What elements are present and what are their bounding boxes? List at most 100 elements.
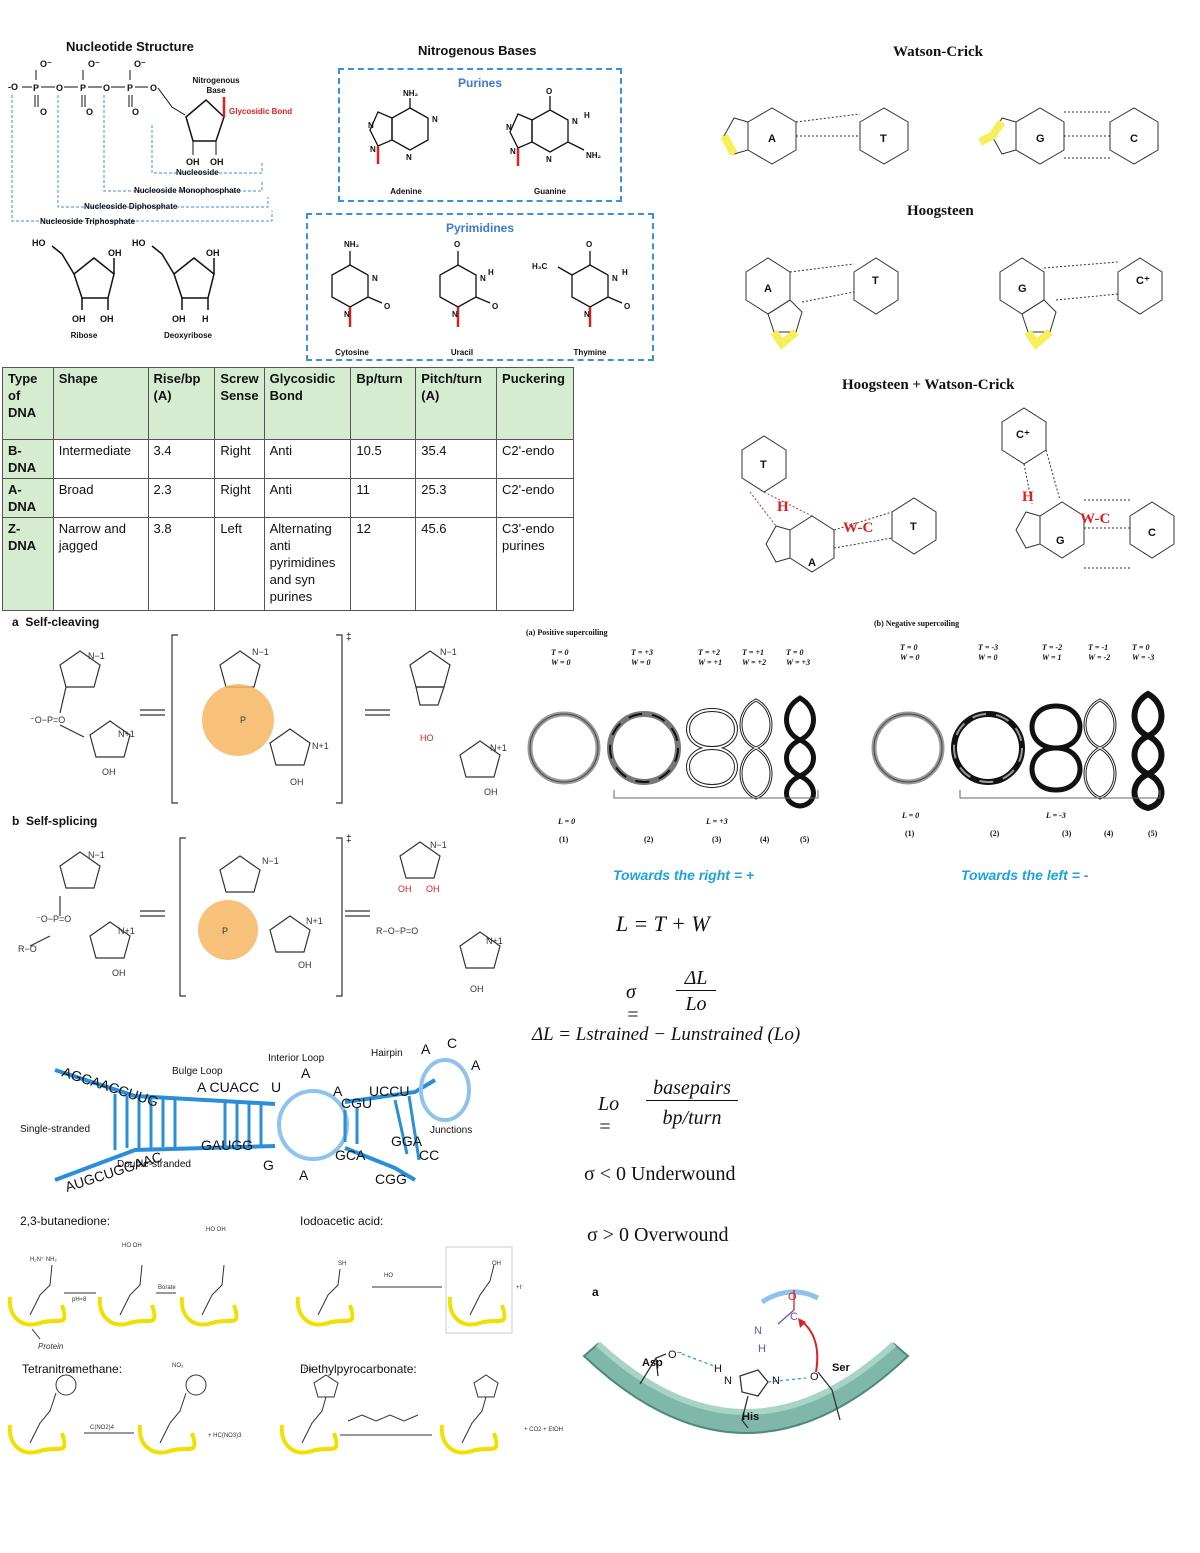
svg-text:N: N [406, 153, 412, 162]
svg-text:C: C [1148, 527, 1156, 539]
protein-label: Protein [38, 1342, 64, 1351]
svg-text:N: N [772, 1375, 780, 1387]
svg-text:OH: OH [206, 248, 220, 258]
svg-text:P: P [33, 83, 39, 93]
self-cleaving-title: Self-cleaving [25, 615, 100, 629]
svg-text:+I⁻: +I⁻ [516, 1285, 524, 1291]
svg-text:H: H [758, 1343, 766, 1355]
nitrogenous-base-label: Nitrogenous Base [192, 76, 240, 95]
hoogsteen-wc-triples: TAT C⁺GC [741, 407, 1175, 573]
hcno-text: + HC(NO3)3 [208, 1433, 242, 1439]
neg-L-label: L = -3 [1046, 811, 1066, 820]
svg-text:OH: OH [492, 1261, 501, 1267]
svg-text:HO: HO [420, 733, 434, 743]
svg-text:N: N [546, 155, 552, 164]
svg-text:P: P [80, 83, 86, 93]
panel-b-label: b [12, 814, 20, 828]
his-label: His [742, 1411, 760, 1423]
svg-text:N−1: N−1 [430, 840, 447, 850]
svg-text:N+1: N+1 [490, 743, 507, 753]
h-label-2: H [1022, 489, 1034, 505]
svg-text:H₂N⁺ NH₂: H₂N⁺ NH₂ [30, 1256, 57, 1263]
table-cell: Narrow and jagged [52, 517, 149, 611]
svg-text:O: O [40, 107, 47, 117]
table-cell: 3.4 [147, 439, 216, 479]
rna-secondary-structure: AGCAACCUUG A CUACC AUGCUGGAAC GAUGG AACG… [54, 1035, 481, 1195]
iodoacetic-label: Iodoacetic acid: [300, 1214, 384, 1228]
svg-text:N−1: N−1 [88, 651, 105, 661]
svg-text:C: C [790, 1311, 798, 1323]
negative-supercoiling-title: (b) Negative supercoiling [874, 619, 960, 628]
h-label-1: H [777, 499, 789, 515]
svg-text:SH: SH [338, 1261, 346, 1267]
table-row: B-DNA Intermediate 3.4 Right Anti 10.5 3… [2, 439, 574, 479]
svg-text:U: U [271, 1079, 281, 1095]
table-cell: C3'-endo purines [496, 517, 574, 611]
svg-text:N: N [372, 274, 378, 283]
neg-tw-5: T = 0 W = -3 [1132, 643, 1155, 662]
svg-text:T: T [910, 521, 917, 533]
svg-text:N+1: N+1 [118, 926, 135, 936]
thymine-label: Thymine [573, 348, 607, 357]
svg-text:‡: ‡ [346, 834, 352, 845]
svg-text:A: A [333, 1083, 343, 1099]
svg-text:C: C [1130, 133, 1138, 145]
svg-text:O: O [788, 1291, 797, 1303]
neg-num-4: (4) [1104, 829, 1114, 838]
svg-text:GAUGG: GAUGG [201, 1137, 253, 1153]
table-cell: Z-DNA [2, 517, 54, 611]
uracil-label: Uracil [450, 348, 474, 357]
svg-text:A: A [471, 1057, 481, 1073]
butanedione-label: 2,3-butanedione: [20, 1214, 111, 1228]
double-stranded-label: Double-stranded [117, 1159, 191, 1170]
svg-text:O: O [56, 83, 63, 93]
svg-text:N+1: N+1 [486, 936, 503, 946]
svg-text:HO: HO [32, 238, 46, 248]
svg-text:O⁻: O⁻ [88, 59, 100, 69]
svg-text:O⁻: O⁻ [668, 1349, 683, 1361]
svg-text:H: H [714, 1363, 722, 1375]
header-screw: Screw Sense [214, 367, 265, 440]
hairpin-label: Hairpin [371, 1048, 403, 1059]
wc-label-1: W-C [843, 520, 874, 536]
svg-text:A: A [421, 1041, 431, 1057]
pos-L-label: L = +3 [706, 817, 728, 826]
svg-text:OH: OH [398, 884, 412, 894]
svg-text:N+1: N+1 [118, 729, 135, 739]
svg-text:O: O [810, 1371, 819, 1383]
ser-label: Ser [832, 1362, 850, 1374]
svg-text:H: H [202, 314, 209, 324]
table-cell: Left [214, 517, 265, 611]
svg-text:O: O [384, 302, 390, 311]
deoxyribose-label: Deoxyribose [163, 331, 213, 340]
svg-text:N: N [480, 274, 486, 283]
watson-crick-title: Watson-Crick [893, 44, 983, 60]
svg-text:P: P [127, 83, 133, 93]
pyrimidines-title: Pyrimidines [445, 221, 515, 235]
junctions-label: Junctions [430, 1125, 473, 1136]
svg-text:H: H [488, 268, 494, 277]
neg-L0-label: L = 0 [902, 811, 920, 820]
svg-text:N+1: N+1 [306, 916, 323, 926]
table-cell: Anti [263, 439, 352, 479]
svg-text:N: N [368, 121, 374, 130]
svg-text:NH₂: NH₂ [586, 151, 602, 160]
self-cleaving-heading: a Self-cleaving [12, 615, 99, 629]
table-cell: Right [214, 439, 265, 479]
header-shape: Shape [52, 367, 149, 440]
lo-den: bp/turn [662, 1107, 722, 1129]
svg-text:‑O: ‑O [8, 82, 18, 92]
tetranitromethane-label: Tetranitromethane: [22, 1362, 123, 1376]
svg-text:N: N [370, 145, 376, 154]
overwound-text: σ > 0 Overwound [587, 1224, 729, 1246]
svg-text:N+1: N+1 [312, 741, 329, 751]
panel-a-label: a [12, 615, 19, 629]
linking-equation: L = T + W [616, 911, 710, 936]
svg-text:O⁻: O⁻ [40, 59, 52, 69]
header-type: Type of DNA [2, 367, 54, 440]
hoogsteen-wc-title: Hoogsteen + Watson-Crick [842, 377, 1015, 393]
svg-text:⁻O−P=O: ⁻O−P=O [36, 914, 71, 924]
svg-text:O: O [546, 88, 552, 96]
